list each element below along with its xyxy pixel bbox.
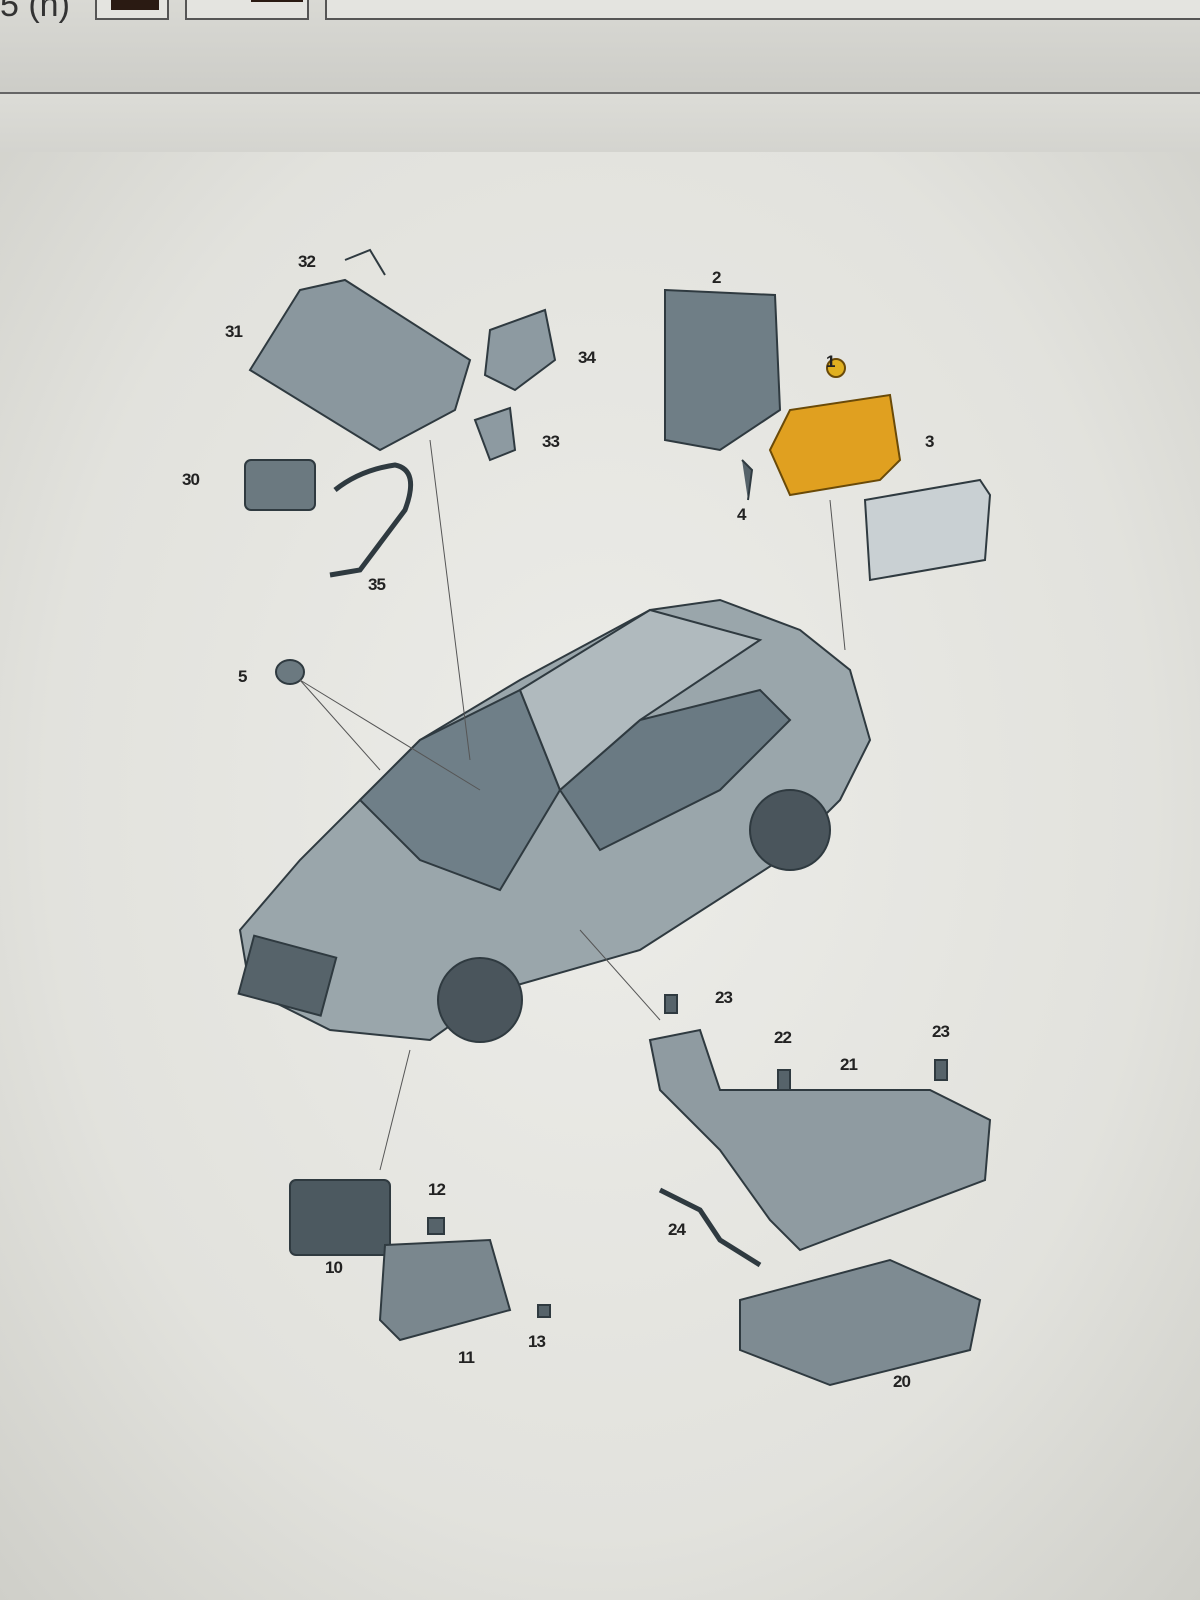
part-label-10[interactable]: 10 bbox=[325, 1258, 343, 1277]
part-label-5[interactable]: 5 bbox=[238, 667, 248, 686]
part-33-cover bbox=[473, 406, 517, 462]
part-label-32[interactable]: 32 bbox=[298, 252, 316, 271]
car-roof bbox=[518, 608, 763, 792]
part-label-30[interactable]: 30 bbox=[182, 470, 200, 489]
part-label-35[interactable]: 35 bbox=[368, 575, 386, 594]
part-label-2[interactable]: 2 bbox=[712, 268, 722, 287]
part-5-sensor bbox=[275, 659, 305, 685]
part-31-bracket bbox=[248, 278, 472, 452]
part-1-control-unit bbox=[768, 393, 902, 497]
toolbar-partial-text: 5 (h) bbox=[0, 0, 70, 24]
toolbar: 5 (h) bbox=[0, 0, 1200, 90]
part-label-20[interactable]: 20 bbox=[893, 1372, 911, 1391]
car-grille bbox=[237, 934, 338, 1017]
part-label-12[interactable]: 12 bbox=[428, 1180, 446, 1199]
part-20-control-unit bbox=[739, 1258, 982, 1387]
part-10-sensor bbox=[289, 1179, 391, 1256]
part-34-cover bbox=[483, 308, 557, 392]
car-rear-wheel bbox=[749, 789, 831, 871]
part-30-camera bbox=[244, 459, 316, 511]
part-4-bolt bbox=[741, 459, 754, 501]
part-2-holder bbox=[664, 288, 782, 452]
part-1-marker bbox=[826, 358, 846, 378]
part-23b-bolt bbox=[934, 1059, 948, 1081]
part-label-31[interactable]: 31 bbox=[225, 322, 243, 341]
part-label-33[interactable]: 33 bbox=[542, 432, 560, 451]
toolbar-field[interactable] bbox=[325, 0, 1200, 20]
part-35-cable bbox=[329, 462, 414, 578]
part-23-bolt bbox=[664, 994, 678, 1014]
part-label-1[interactable]: 1 bbox=[826, 352, 836, 371]
leader-lines bbox=[299, 439, 846, 1171]
part-label-21[interactable]: 21 bbox=[840, 1055, 858, 1074]
part-3-cover bbox=[863, 478, 992, 582]
car-front-wheel bbox=[437, 957, 523, 1043]
part-label-34[interactable]: 34 bbox=[578, 348, 596, 367]
part-label-11[interactable]: 11 bbox=[458, 1348, 475, 1367]
header-band bbox=[0, 92, 1200, 154]
part-label-4[interactable]: 4 bbox=[737, 505, 747, 524]
part-32-clip bbox=[344, 248, 386, 276]
part-24-cable bbox=[658, 1187, 762, 1268]
part-label-13[interactable]: 13 bbox=[528, 1332, 546, 1351]
part-label-3[interactable]: 3 bbox=[925, 432, 935, 451]
part-22-bolt bbox=[777, 1069, 791, 1091]
toolbar-button[interactable] bbox=[95, 0, 169, 20]
part-label-23[interactable]: 23 bbox=[932, 1022, 950, 1041]
part-label-23[interactable]: 23 bbox=[715, 988, 733, 1007]
part-13-bolt bbox=[537, 1304, 551, 1318]
part-label-24[interactable]: 24 bbox=[668, 1220, 686, 1239]
part-21-bracket bbox=[648, 1028, 992, 1252]
part-label-22[interactable]: 22 bbox=[774, 1028, 792, 1047]
part-12-nut bbox=[427, 1217, 445, 1235]
parts bbox=[237, 248, 992, 1387]
toolbar-button[interactable] bbox=[185, 0, 309, 20]
part-11-bracket bbox=[378, 1238, 512, 1342]
